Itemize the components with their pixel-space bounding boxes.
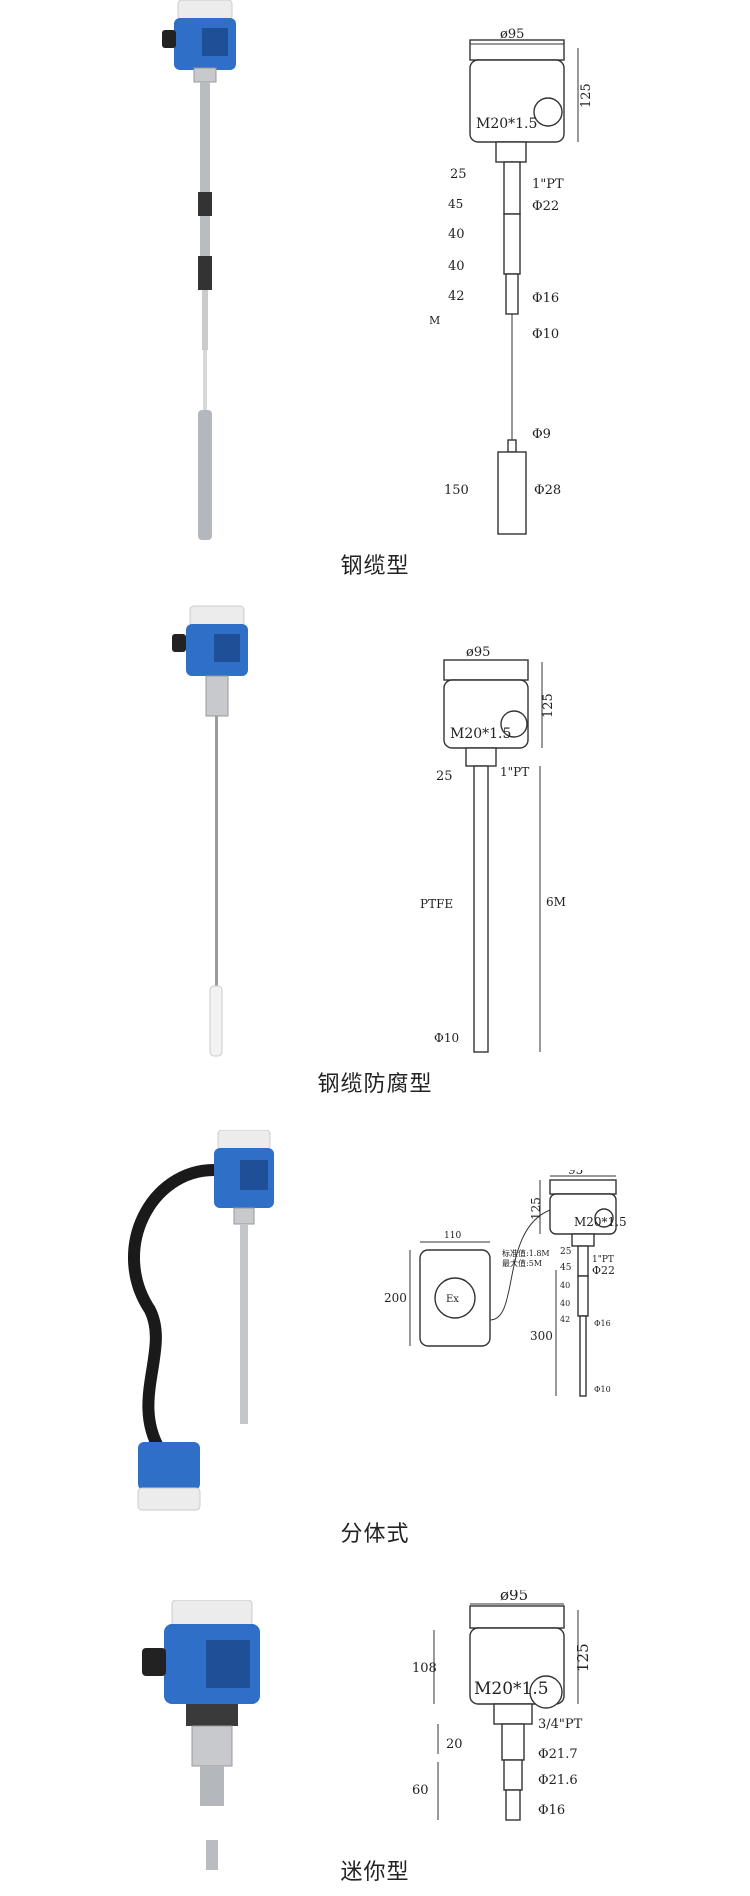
svg-text:6M: 6M — [546, 895, 566, 909]
product-photo-anticorrosion — [172, 605, 248, 1057]
svg-text:125: 125 — [529, 1197, 543, 1220]
svg-text:Φ16: Φ16 — [538, 1803, 565, 1818]
svg-text:45: 45 — [560, 1263, 572, 1273]
svg-text:40: 40 — [448, 259, 465, 274]
section-steel-cable: ø95 125 M20*1.5 25 1"PT 45 Φ22 40 40 42 … — [0, 0, 750, 580]
svg-text:40: 40 — [560, 1299, 570, 1308]
svg-text:Φ9: Φ9 — [532, 427, 551, 442]
svg-text:95: 95 — [568, 1170, 583, 1177]
svg-text:6M: 6M — [430, 314, 440, 327]
svg-text:Φ28: Φ28 — [534, 483, 561, 498]
svg-text:110: 110 — [444, 1231, 461, 1241]
svg-text:25: 25 — [450, 167, 467, 182]
svg-text:M20*1.5: M20*1.5 — [450, 726, 511, 742]
svg-text:Φ16: Φ16 — [594, 1319, 611, 1328]
svg-text:25: 25 — [560, 1247, 572, 1257]
svg-text:ø95: ø95 — [466, 645, 490, 660]
svg-text:3/4"PT: 3/4"PT — [538, 1717, 583, 1732]
svg-text:Φ10: Φ10 — [434, 1031, 459, 1045]
svg-text:40: 40 — [560, 1281, 570, 1290]
dimension-drawing-steel-cable: ø95 125 M20*1.5 25 1"PT 45 Φ22 40 40 42 … — [430, 27, 594, 535]
svg-text:M20*1.5: M20*1.5 — [474, 1679, 549, 1699]
caption-steel-cable: 钢缆型 — [340, 554, 410, 579]
svg-text:Φ21.7: Φ21.7 — [538, 1747, 578, 1762]
svg-text:M20*1.5: M20*1.5 — [476, 116, 537, 132]
section-split-type: 95 125 M20*1.5 110 200 标准值:1.8M 最大值:5M 2… — [0, 1120, 750, 1550]
svg-text:150: 150 — [444, 483, 469, 498]
caption-mini-type: 迷你型 — [340, 1860, 410, 1885]
svg-text:Φ10: Φ10 — [532, 327, 559, 342]
dimension-drawing-split-type: 95 125 M20*1.5 110 200 标准值:1.8M 最大值:5M 2… — [384, 1170, 627, 1397]
svg-text:最大值:5M: 最大值:5M — [502, 1258, 542, 1268]
svg-text:125: 125 — [574, 1643, 592, 1672]
svg-text:Φ16: Φ16 — [532, 291, 559, 306]
svg-text:ø95: ø95 — [500, 27, 524, 42]
product-photo-mini-type — [142, 1600, 260, 1870]
svg-text:300: 300 — [530, 1329, 553, 1343]
svg-text:25: 25 — [436, 769, 453, 784]
dimension-drawing-anticorrosion: ø95 125 M20*1.5 25 1"PT PTFE 6M Φ10 — [420, 645, 566, 1053]
svg-text:108: 108 — [412, 1661, 437, 1676]
svg-text:125: 125 — [579, 83, 594, 108]
svg-text:45: 45 — [448, 197, 463, 211]
svg-text:M20*1.5: M20*1.5 — [574, 1215, 627, 1229]
svg-text:标准值:1.8M: 标准值:1.8M — [502, 1248, 550, 1258]
svg-text:ø95: ø95 — [500, 1590, 528, 1604]
svg-text:Φ21.6: Φ21.6 — [538, 1773, 578, 1788]
product-photo-steel-cable — [162, 0, 236, 540]
svg-text:Φ10: Φ10 — [594, 1385, 611, 1394]
svg-text:20: 20 — [446, 1737, 463, 1752]
svg-text:1"PT: 1"PT — [592, 1255, 614, 1265]
svg-text:42: 42 — [448, 289, 465, 304]
section-steel-cable-anticorrosion: ø95 125 M20*1.5 25 1"PT PTFE 6M Φ10 钢缆防腐… — [0, 600, 750, 1100]
svg-text:60: 60 — [412, 1783, 429, 1798]
dimension-drawing-mini-type: ø95 125 108 M20*1.5 3/4"PT 20 Φ21.7 60 Φ… — [412, 1590, 592, 1821]
svg-text:Ex: Ex — [446, 1294, 459, 1305]
svg-text:1"PT: 1"PT — [532, 177, 564, 192]
caption-anticorrosion: 钢缆防腐型 — [317, 1072, 433, 1097]
svg-text:40: 40 — [448, 227, 465, 242]
svg-text:Φ22: Φ22 — [592, 1264, 615, 1277]
section-mini-type: ø95 125 108 M20*1.5 3/4"PT 20 Φ21.7 60 Φ… — [0, 1580, 750, 1896]
svg-text:1"PT: 1"PT — [500, 765, 529, 779]
svg-text:PTFE: PTFE — [420, 897, 453, 911]
caption-split-type: 分体式 — [340, 1522, 410, 1547]
product-photo-split-type — [128, 1130, 274, 1511]
svg-text:125: 125 — [541, 693, 556, 718]
svg-text:Φ22: Φ22 — [532, 199, 559, 214]
svg-text:200: 200 — [384, 1291, 407, 1305]
svg-text:42: 42 — [560, 1315, 570, 1324]
